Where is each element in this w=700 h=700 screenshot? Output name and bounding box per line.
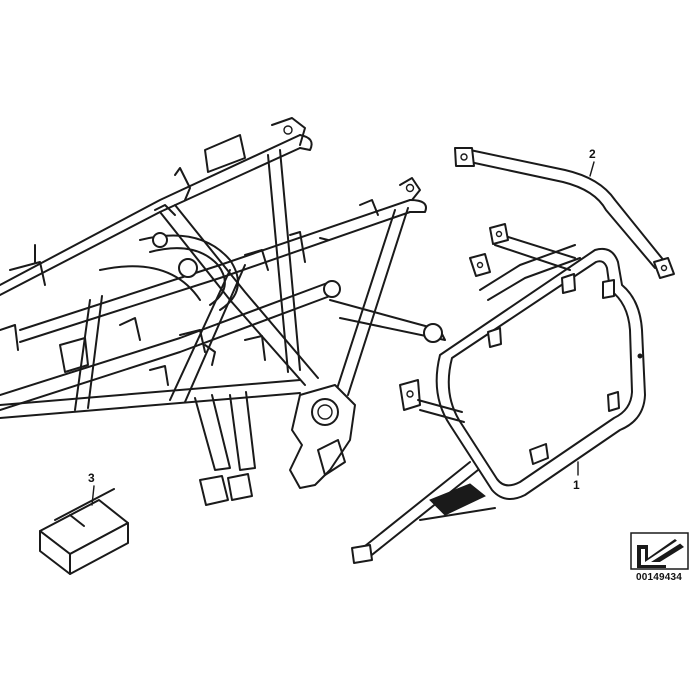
carrier-clips — [487, 273, 643, 465]
leader-line-3 — [91, 485, 95, 506]
frame-brackets — [0, 117, 421, 386]
carrier-main-loop — [435, 247, 646, 500]
callout-part-3: 3 — [88, 471, 95, 485]
document-number: 00149434 — [635, 572, 683, 583]
callout-part-1: 1 — [573, 478, 580, 492]
frame-lower-rail — [0, 280, 341, 411]
frame-diagonal-struts — [74, 149, 409, 411]
leader-line-2 — [589, 161, 595, 177]
callout-part-2: 2 — [589, 147, 596, 161]
frame-cross-tubes — [99, 232, 239, 311]
carrier-lower-brace — [351, 399, 496, 564]
frame-bottom-rail — [0, 379, 301, 419]
carrier-mount-tabs — [399, 223, 509, 411]
footrest-mounts — [194, 391, 256, 506]
swingarm-pivot — [289, 299, 446, 489]
carrier-inner-tubes — [479, 234, 581, 301]
